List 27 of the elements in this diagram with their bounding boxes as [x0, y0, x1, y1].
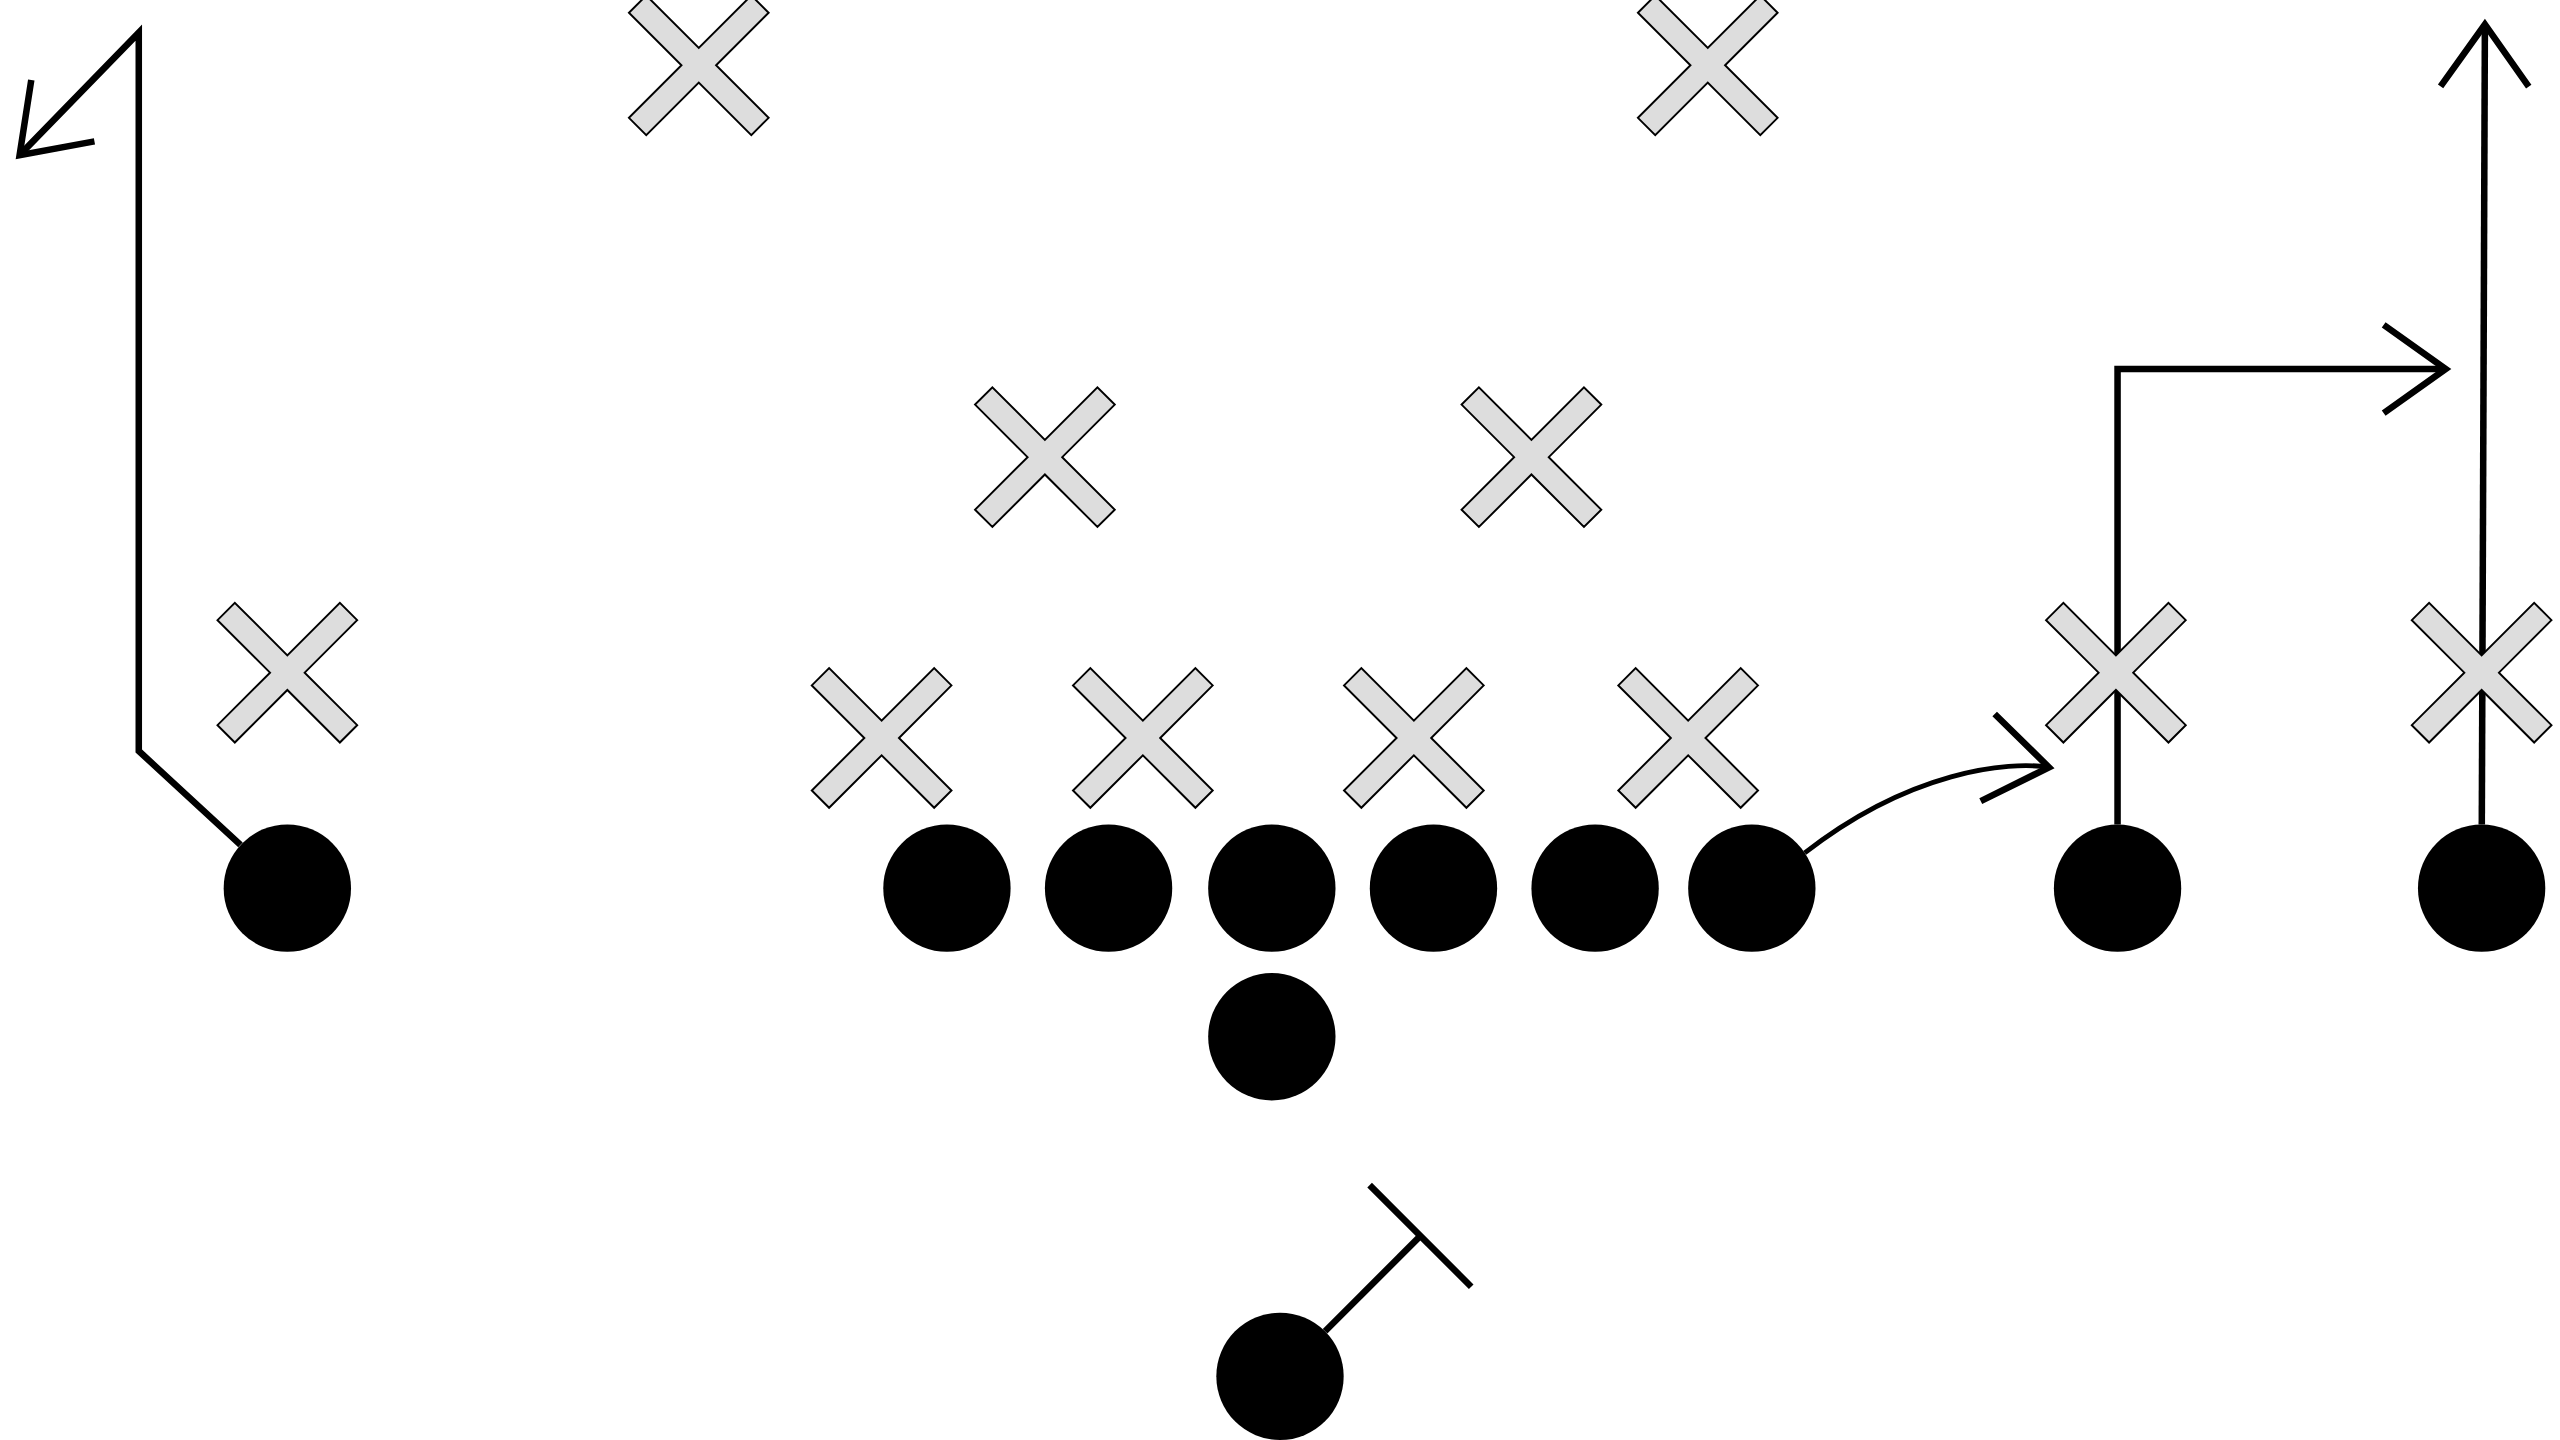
- player-circle: [1044, 824, 1173, 952]
- player-circle: [2053, 824, 2182, 952]
- route-arrow: [2114, 321, 2449, 825]
- cross-mark: [1636, 0, 1779, 137]
- cross-mark: [627, 0, 770, 137]
- cross-mark: [2410, 601, 2553, 744]
- player-circle: [1531, 824, 1659, 952]
- player-circle: [883, 824, 1011, 952]
- player-circle: [223, 824, 351, 952]
- route-arrow: [16, 24, 243, 848]
- cross-mark: [216, 601, 359, 744]
- cross-mark: [1616, 666, 1760, 810]
- player-circle: [1208, 824, 1336, 952]
- cross-mark: [2044, 601, 2188, 744]
- cross-mark: [810, 666, 953, 810]
- player-circle: [1208, 973, 1336, 1101]
- player-circle: [1216, 1312, 1344, 1440]
- player-circle: [2417, 824, 2546, 952]
- cross-mark: [1342, 666, 1486, 810]
- cross-mark: [1071, 666, 1215, 810]
- block-line: [1322, 1181, 1475, 1334]
- route-arrow: [2437, 21, 2532, 825]
- route-arrow: [1803, 713, 2053, 855]
- player-circle: [1688, 824, 1816, 952]
- cross-mark: [973, 385, 1117, 529]
- player-circle: [1369, 824, 1498, 952]
- cross-mark: [1460, 385, 1603, 529]
